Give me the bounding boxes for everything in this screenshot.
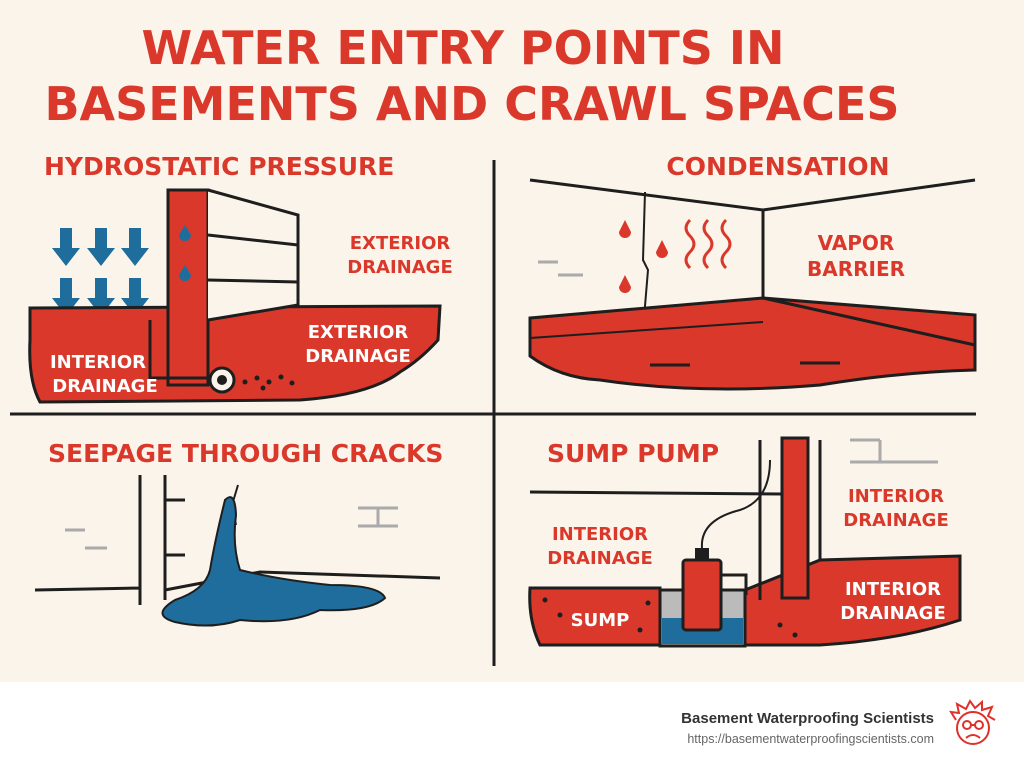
scientist-logo-icon xyxy=(949,699,996,745)
brand-url[interactable]: https://basementwaterproofingscientists.… xyxy=(687,732,934,746)
infographic: WATER ENTRY POINTS IN BASEMENTS AND CRAW… xyxy=(0,0,1024,682)
footer: Basement Waterproofing Scientists https:… xyxy=(0,682,1024,769)
floor-vapor-barrier xyxy=(528,296,977,391)
seepage-heading: SEEPAGE THROUGH CRACKS xyxy=(48,439,443,468)
water-puddle xyxy=(161,496,387,627)
sump-pump-panel: SUMP PUMP INTERIOR DRAINAGE INTERIOR DRA… xyxy=(528,436,962,648)
label-exterior-drainage: EXTERIOR xyxy=(350,233,451,254)
label-sump: SUMP xyxy=(571,610,630,631)
foundation-wall xyxy=(166,188,210,387)
sump-pump-icon xyxy=(681,558,723,632)
ground xyxy=(28,304,442,404)
label-exterior-drainage-2: EXTERIOR xyxy=(308,322,409,343)
label-interior-drainage: DRAINAGE xyxy=(52,376,158,397)
wall-structure xyxy=(207,188,300,322)
sump-heading: SUMP PUMP xyxy=(547,439,719,468)
label-interior-drainage-3: DRAINAGE xyxy=(840,603,946,624)
label-interior-drainage-2: DRAINAGE xyxy=(547,548,653,569)
condensation-panel: CONDENSATION VAPOR BARRIER xyxy=(528,152,977,391)
hydrostatic-heading: HYDROSTATIC PRESSURE xyxy=(44,152,394,181)
condensation-heading: CONDENSATION xyxy=(666,152,889,181)
label-interior-drainage-3: INTERIOR xyxy=(845,579,941,600)
title-line-2: BASEMENTS AND CRAWL SPACES xyxy=(44,77,899,131)
label-interior-drainage: INTERIOR xyxy=(848,486,944,507)
title-line-1: WATER ENTRY POINTS IN xyxy=(141,21,784,75)
label-interior-drainage: INTERIOR xyxy=(50,352,146,373)
vapor-waves-icon xyxy=(684,218,732,270)
label-exterior-drainage: DRAINAGE xyxy=(347,257,453,278)
seepage-panel: SEEPAGE THROUGH CRACKS xyxy=(34,439,443,627)
label-exterior-drainage-2: DRAINAGE xyxy=(305,346,411,367)
label-vapor-barrier: VAPOR xyxy=(818,231,895,255)
hydrostatic-panel: HYDROSTATIC PRESSURE EXTERIOR DRAINAGE E… xyxy=(28,152,453,404)
foundation-wall xyxy=(780,436,810,600)
water-drop-icon xyxy=(179,225,191,281)
condensation-drops-icon xyxy=(619,220,668,293)
label-interior-drainage-2: INTERIOR xyxy=(552,524,648,545)
label-interior-drainage: DRAINAGE xyxy=(843,510,949,531)
label-vapor-barrier: BARRIER xyxy=(807,257,905,281)
brand-name: Basement Waterproofing Scientists xyxy=(681,710,934,727)
